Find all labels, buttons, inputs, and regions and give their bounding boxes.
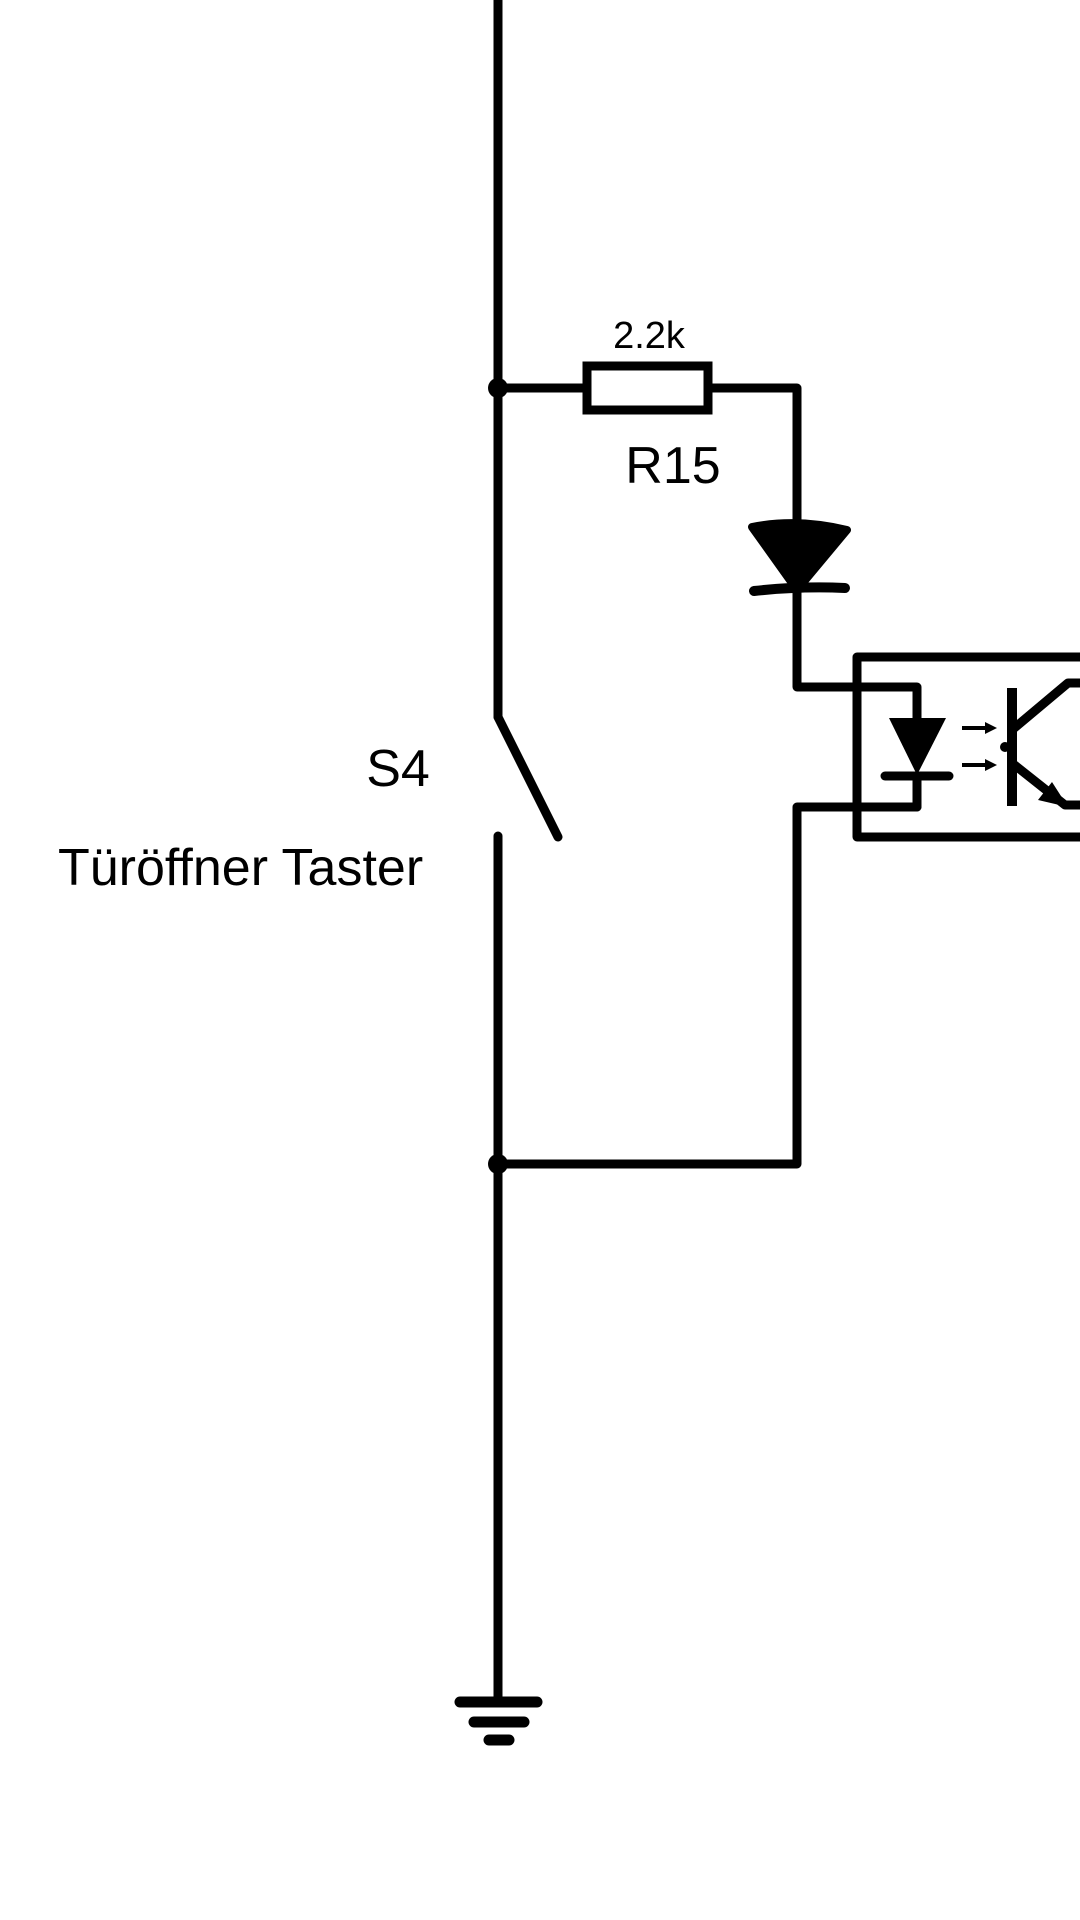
wire-opto-return	[493, 802, 922, 1169]
optocoupler	[852, 652, 1080, 842]
opto-led-icon	[880, 718, 954, 812]
light-arrows-icon	[962, 722, 997, 771]
ground-icon	[454, 1696, 543, 1746]
resistor-ref-label: R15	[625, 437, 720, 495]
switch-description-label: Türöffner Taster	[58, 839, 423, 897]
switch-ref-label: S4	[366, 740, 430, 798]
junction-bottom	[488, 1154, 508, 1174]
diode-icon	[748, 519, 851, 596]
resistor-value-label: 2.2k	[613, 315, 686, 357]
switch-s4[interactable]	[493, 712, 563, 1705]
wire-resistor-to-diode	[703, 383, 802, 535]
resistor-r15	[582, 361, 713, 415]
phototransistor-icon	[1000, 678, 1080, 810]
